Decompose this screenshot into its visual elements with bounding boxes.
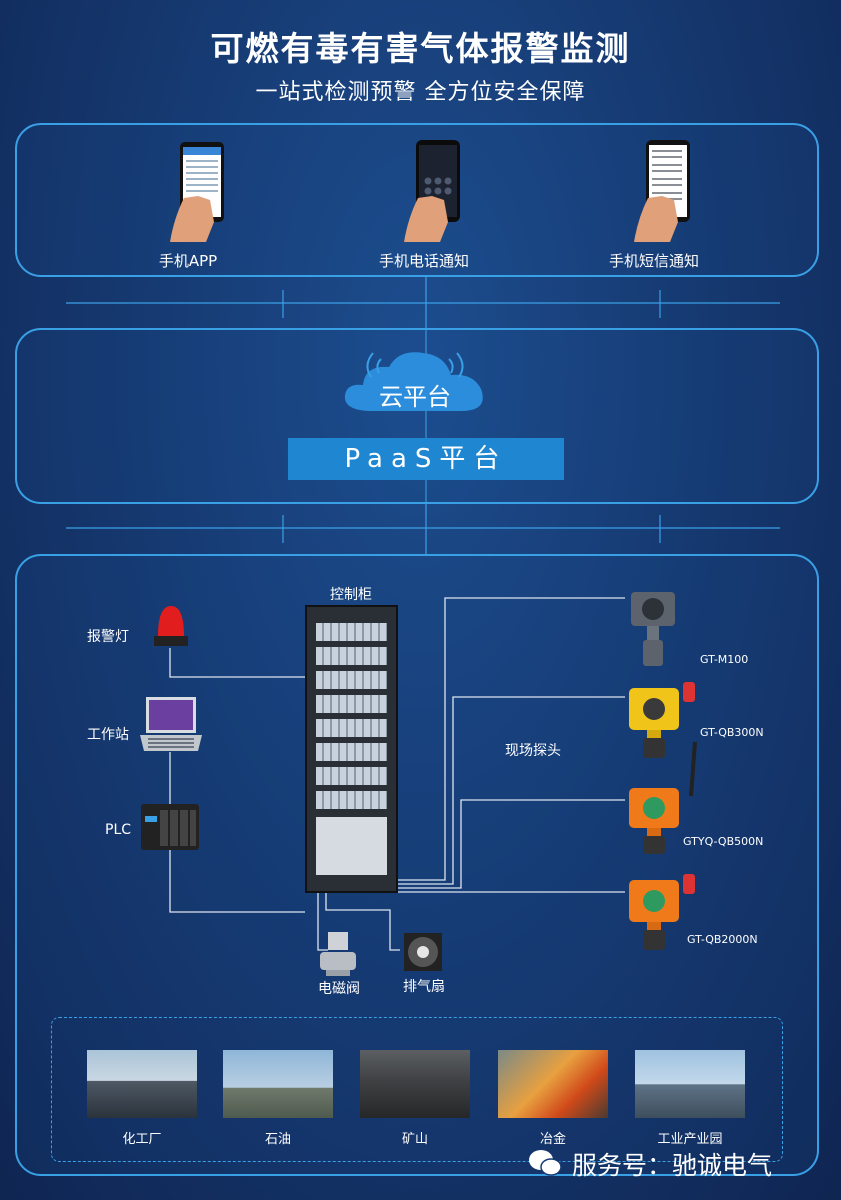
notification-label-app: 手机APP bbox=[158, 252, 218, 270]
phone-app-icon bbox=[170, 142, 224, 242]
cabinet-panel bbox=[316, 817, 387, 875]
probe-model-label: GT-QB300N bbox=[700, 726, 764, 739]
scene-label: 石油 bbox=[264, 1132, 291, 1147]
cabinet-label: 控制柜 bbox=[330, 587, 372, 603]
cabinet-rack bbox=[316, 623, 387, 641]
scene-petroleum-image bbox=[223, 1050, 333, 1118]
control-cabinet bbox=[305, 605, 398, 893]
probe-model-label: GT-M100 bbox=[700, 653, 749, 666]
scene-metallurgy-image bbox=[498, 1050, 608, 1118]
phone-call bbox=[370, 136, 478, 246]
probe-model-label: GTYQ-QB500N bbox=[683, 835, 764, 848]
scene-label: 化工厂 bbox=[122, 1132, 162, 1147]
probe-group-label: 现场探头 bbox=[505, 743, 561, 759]
cabinet-rack bbox=[316, 719, 387, 737]
page-title: 可燃有毒有害气体报警监测 bbox=[210, 29, 631, 68]
alarm-light-label: 报警灯 bbox=[87, 629, 129, 645]
scene-industrial-park-image bbox=[635, 1050, 745, 1118]
cabinet-rack bbox=[316, 695, 387, 713]
phone-sms-icon bbox=[634, 140, 690, 242]
plc-icon bbox=[140, 802, 200, 852]
cabinet-rack bbox=[316, 743, 387, 761]
cloud-label: 云平台 bbox=[379, 383, 451, 411]
plc-label: PLC bbox=[105, 822, 132, 838]
solenoid-valve-label: 电磁阀 bbox=[318, 981, 360, 997]
phone-call-icon bbox=[404, 140, 460, 242]
probe-model-label: GT-QB2000N bbox=[687, 933, 758, 946]
workstation-label: 工作站 bbox=[87, 727, 129, 743]
scene-label: 矿山 bbox=[401, 1132, 428, 1147]
page-subtitle: 一站式检测预警 全方位安全保障 bbox=[255, 80, 586, 105]
probe-gt-qb300n-icon bbox=[625, 682, 701, 762]
solenoid-valve-icon bbox=[316, 930, 360, 978]
probe-gt-qb2000n-icon bbox=[625, 872, 701, 954]
probe-gtyq-qb500n-icon bbox=[625, 740, 701, 856]
cabinet-rack bbox=[316, 647, 387, 665]
probe-gt-m100-icon bbox=[625, 582, 681, 670]
scene-label: 工业产业园 bbox=[657, 1132, 723, 1147]
scene-mining-image bbox=[360, 1050, 470, 1118]
application-scenes bbox=[51, 1017, 783, 1162]
phone-sms bbox=[600, 136, 708, 246]
alarm-light-icon bbox=[150, 600, 192, 650]
workstation-icon bbox=[138, 695, 204, 753]
footer-service-account: 服务号：驰诚电气 bbox=[572, 1151, 773, 1180]
paas-platform-banner: PaaS平台 bbox=[288, 438, 564, 480]
exhaust-fan-icon bbox=[403, 932, 443, 972]
exhaust-fan-label: 排气扇 bbox=[403, 979, 445, 995]
notification-label-call: 手机电话通知 bbox=[378, 252, 469, 270]
cabinet-rack bbox=[316, 791, 387, 809]
wechat-icon bbox=[528, 1148, 562, 1178]
notification-label-sms: 手机短信通知 bbox=[608, 252, 699, 270]
scene-chemical-plant-image bbox=[87, 1050, 197, 1118]
cabinet-rack bbox=[316, 671, 387, 689]
cabinet-rack bbox=[316, 767, 387, 785]
cloud-icon bbox=[333, 345, 497, 417]
phone-app bbox=[140, 138, 236, 246]
scene-label: 冶金 bbox=[539, 1132, 566, 1147]
